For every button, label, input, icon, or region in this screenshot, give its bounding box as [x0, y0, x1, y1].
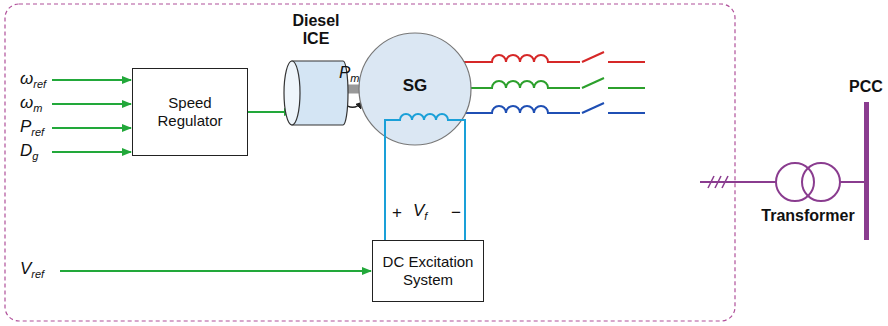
transformer: Transformer — [758, 160, 858, 230]
node-label: PCC — [846, 78, 886, 96]
signal-name: Vref — [20, 260, 44, 280]
signal-name: Pref — [20, 118, 44, 138]
signal-name: Pm — [339, 64, 360, 84]
node-label: DC Excitation System — [376, 253, 480, 289]
speed-regulator-box: Speed Regulator — [132, 68, 248, 156]
polarity-sign: − — [451, 204, 461, 223]
stator-windings — [455, 52, 645, 113]
node-label: Transformer — [758, 207, 858, 225]
system-boundary — [5, 4, 735, 321]
signal-name: ωref — [20, 70, 46, 90]
excitation-box: DC Excitation System — [372, 240, 484, 302]
signal-name: ωm — [20, 94, 42, 114]
node-label: SG — [403, 76, 428, 96]
signal-name: Vf — [413, 202, 427, 222]
node-label: Speed Regulator — [136, 94, 244, 130]
node-label: Diesel ICE — [283, 12, 349, 49]
polarity-sign: + — [392, 204, 402, 223]
signal-name: Dg — [20, 142, 38, 162]
connector — [840, 182, 864, 183]
synchronous-generator: SG — [358, 32, 472, 146]
connector — [700, 176, 776, 188]
pcc-bus: PCC — [846, 78, 886, 240]
